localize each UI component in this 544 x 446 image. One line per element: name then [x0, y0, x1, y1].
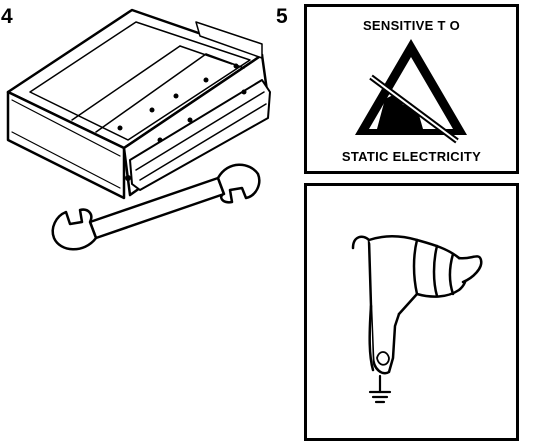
open-end-wrench-icon: [51, 163, 261, 251]
esd-warning-panel: SENSITIVE T O STATIC ELECTRICITY: [304, 4, 519, 174]
pointing-finger-icon: [351, 235, 483, 375]
step-number-5: 5: [276, 5, 288, 28]
grounding-instruction-panel: [304, 183, 519, 441]
module-illustration: [6, 8, 271, 251]
module-fasteners: [117, 63, 247, 181]
step-number-4: 4: [1, 5, 13, 28]
esd-hand-triangle-icon: [355, 39, 467, 144]
esd-warning-top-text: SENSITIVE T O: [362, 18, 461, 33]
ground-symbol-icon: [368, 374, 392, 404]
esd-warning-bottom-text: STATIC ELECTRICITY: [341, 149, 482, 164]
grounding-illustration: [351, 235, 483, 404]
control-module-icon: [6, 8, 271, 200]
